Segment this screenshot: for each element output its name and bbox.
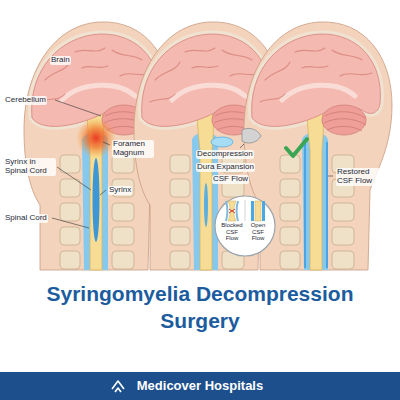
- leader-lines: [52, 100, 333, 228]
- part-label: Syrinx: [108, 186, 132, 195]
- decompression-site: [242, 128, 261, 143]
- part-label: Brain: [50, 56, 71, 65]
- part-label: Restored CSF Flow: [336, 168, 380, 186]
- syrinx: [93, 158, 100, 242]
- footer-text: Medicover Hospitals: [137, 379, 263, 393]
- part-label: Decompression: [196, 150, 254, 159]
- part-label: Spinal Cord: [4, 214, 48, 223]
- part-label: Foramen Magnum: [112, 140, 154, 158]
- footer-band: Medicover Hospitals: [0, 372, 400, 400]
- inset-caption: Blocked CSF Flow: [219, 222, 245, 242]
- compression-glow: [76, 118, 116, 158]
- dura-patch: [211, 137, 233, 147]
- part-label: CSF Flow: [212, 175, 249, 184]
- restored-csf-flow: [305, 142, 327, 268]
- check-mark: [286, 139, 307, 156]
- part-label: Dura Expansion: [196, 163, 255, 172]
- part-label: Syrinx in Spinal Cord: [4, 158, 56, 176]
- inset-circle: Blocked CSF FlowOpen CSF Flow: [214, 195, 276, 257]
- part-label: Cerebellum: [4, 96, 47, 105]
- inset-circle-shape: [215, 196, 275, 256]
- diagram-title: Syringomyelia Decompression Surgery: [20, 280, 380, 334]
- syrinx-shrinking: [204, 183, 208, 227]
- inset-caption: Open CSF Flow: [245, 222, 271, 242]
